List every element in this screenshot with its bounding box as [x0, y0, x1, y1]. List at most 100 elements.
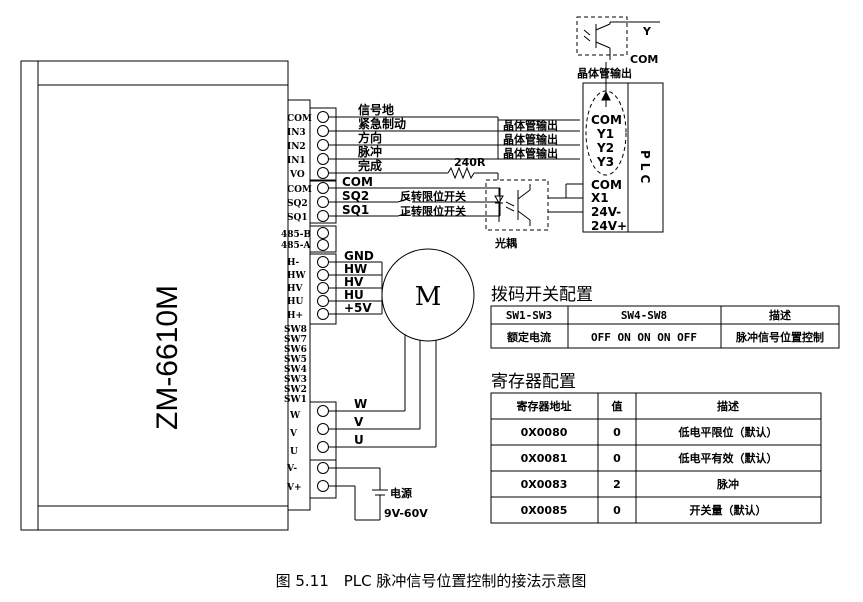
register-title: 寄存器配置 — [491, 372, 576, 392]
figure-caption: 图 5.11 PLC 脉冲信号位置控制的接法示意图 — [276, 572, 587, 590]
term-sq2: SQ2 — [287, 199, 308, 209]
term-in3: IN3 — [287, 128, 306, 138]
term-u: U — [290, 447, 298, 457]
reg-r3-val: 2 — [613, 478, 621, 491]
term-sw7: SW7 — [284, 335, 307, 345]
plc-label: PLC — [638, 150, 652, 187]
hall-hw: HW — [344, 262, 367, 276]
plc-in-24vminus: 24V- — [591, 205, 621, 219]
driver-model: ZM-6610M — [151, 285, 184, 430]
term-hu: HU — [287, 297, 304, 307]
reg-r1-val: 0 — [613, 426, 621, 439]
term-in1: IN1 — [287, 156, 306, 166]
label-transistor-2: 晶体管输出 — [503, 132, 558, 146]
dip-title: 拨码开关配置 — [491, 285, 593, 305]
terminal-block-top — [309, 107, 337, 181]
label-signal-ground: 信号地 — [358, 102, 394, 117]
driver-body — [20, 60, 311, 531]
term-sw2: SW2 — [284, 385, 307, 395]
terminal-block-hall — [309, 253, 337, 325]
dip-cell-2: OFF ON ON ON OFF — [591, 331, 697, 344]
term-w: W — [289, 411, 301, 421]
term-hplus: H+ — [287, 311, 303, 321]
term-sw3: SW3 — [284, 375, 307, 385]
term-hv: HV — [287, 284, 304, 294]
dip-cell-3: 脉冲信号位置控制 — [735, 330, 824, 344]
term-com2: COM — [287, 185, 312, 195]
dip-header-3: 描述 — [769, 308, 791, 322]
term-v: V — [289, 429, 298, 439]
reg-r1-addr: 0X0080 — [521, 426, 568, 439]
phase-u: U — [354, 433, 364, 447]
label-sq1: SQ1 — [342, 203, 369, 217]
term-vplus: V+ — [286, 483, 302, 493]
term-sw1: SW1 — [284, 395, 307, 405]
hall-wires — [328, 261, 383, 315]
term-vo: VO — [289, 170, 305, 180]
hall-5v: +5V — [344, 301, 372, 315]
term-sw4: SW4 — [284, 365, 307, 375]
plc-out-y1: Y1 — [596, 127, 614, 141]
label-pulse: 脉冲 — [357, 144, 382, 159]
plc-box — [582, 62, 664, 233]
term-sw8: SW8 — [284, 325, 307, 335]
plc-in-com: COM — [591, 178, 622, 192]
label-reverse-limit: 反转限位开关 — [400, 189, 466, 203]
hall-hv: HV — [344, 275, 364, 289]
plc-out-y2: Y2 — [596, 141, 614, 155]
label-sq2: SQ2 — [342, 189, 369, 203]
term-485b: 485-B — [281, 230, 312, 240]
dip-table — [490, 305, 840, 349]
optocoupler — [485, 179, 583, 231]
register-table — [490, 392, 822, 524]
phase-v: V — [354, 415, 364, 429]
label-direction: 方向 — [358, 130, 382, 145]
term-hw: HW — [287, 271, 307, 281]
label-resistor: 240R — [454, 156, 486, 169]
power-label: 电源 — [390, 486, 412, 500]
reg-r2-addr: 0X0081 — [521, 452, 568, 465]
signal-wires — [328, 116, 580, 217]
signal-labels: 信号地 紧急制动 方向 脉冲 完成 晶体管输出 晶体管输出 晶体管输出 240R… — [342, 25, 658, 250]
term-sq1: SQ1 — [287, 213, 308, 223]
dip-header-2: SW4-SW8 — [621, 309, 667, 322]
label-transistor-3: 晶体管输出 — [503, 146, 558, 160]
reg-r2-desc: 低电平有效（默认） — [678, 451, 778, 465]
hall-hu: HU — [344, 288, 364, 302]
terminal-block-485 — [309, 225, 337, 253]
motor — [328, 248, 475, 448]
phase-labels: W V U — [354, 397, 367, 447]
reg-r2-val: 0 — [613, 452, 621, 465]
plc-labels: COM Y1 Y2 Y3 COM X1 24V- 24V+ PLC — [591, 113, 652, 233]
label-optocoupler: 光耦 — [494, 236, 517, 250]
phase-w: W — [354, 397, 367, 411]
terminal-block-power — [309, 459, 337, 499]
motor-label: M — [415, 282, 442, 312]
term-in2: IN2 — [287, 142, 306, 152]
plc-in-24vplus: 24V+ — [591, 219, 627, 233]
label-transistor-1: 晶体管输出 — [503, 118, 558, 132]
reg-header-2: 值 — [612, 399, 623, 413]
plc-out-com: COM — [591, 113, 622, 127]
reg-r3-desc: 脉冲 — [716, 477, 739, 491]
plc-out-y3: Y3 — [596, 155, 614, 169]
plc-in-x1: X1 — [591, 191, 609, 205]
power-supply — [328, 467, 388, 521]
reg-header-3: 描述 — [717, 399, 739, 413]
reg-r1-desc: 低电平限位（默认） — [678, 425, 778, 439]
term-sw5: SW5 — [284, 355, 307, 365]
reg-header-1: 寄存器地址 — [517, 399, 572, 413]
label-top-transistor: 晶体管输出 — [577, 66, 632, 80]
label-y: Y — [642, 25, 652, 38]
reg-r4-desc: 开关量（默认） — [690, 503, 767, 517]
dip-header-1: SW1-SW3 — [506, 309, 552, 322]
term-com: COM — [287, 114, 312, 124]
term-sw6: SW6 — [284, 345, 307, 355]
label-emergency-brake: 紧急制动 — [358, 116, 406, 131]
terminal-labels: COM IN3 IN2 IN1 VO COM SQ2 SQ1 485-B 485… — [281, 114, 312, 493]
label-com: COM — [342, 175, 373, 189]
reg-r3-addr: 0X0083 — [521, 478, 568, 491]
power-range: 9V-60V — [384, 507, 428, 520]
reg-r4-val: 0 — [613, 504, 621, 517]
